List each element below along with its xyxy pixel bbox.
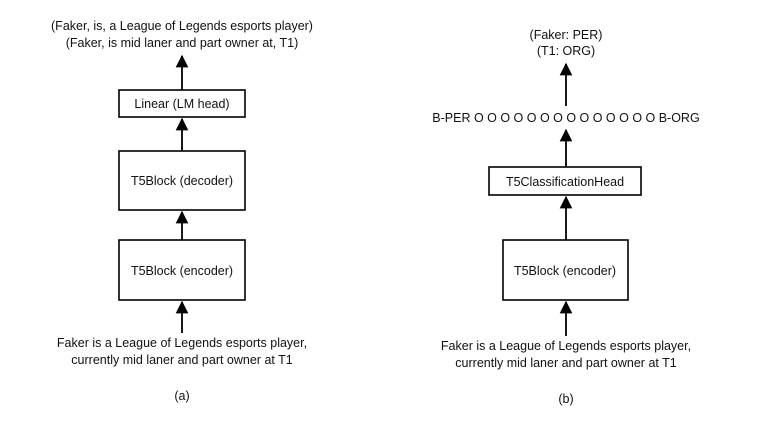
panel-a-output-line-2: (Faker, is mid laner and part owner at, …	[66, 36, 299, 50]
classification-head-label: T5ClassificationHead	[506, 175, 624, 189]
panel-a-input-line-2: currently mid laner and part owner at T1	[71, 353, 292, 367]
tag-sequence: B-PER O O O O O O O O O O O O O O B-ORG	[432, 111, 699, 125]
classification-head-box	[488, 166, 642, 196]
panel-b-caption: (b)	[558, 392, 573, 406]
encoder-box-b	[502, 239, 629, 301]
decoder-label: T5Block (decoder)	[131, 174, 233, 188]
panel-b-output-line-2: (T1: ORG)	[537, 44, 595, 58]
panel-a-output-line-1: (Faker, is, a League of Legends esports …	[51, 19, 313, 33]
panel-a: (Faker, is, a League of Legends esports …	[51, 19, 313, 403]
panel-b-output-line-1: (Faker: PER)	[530, 28, 603, 42]
encoder-box-a	[118, 239, 246, 301]
panel-b-input-line-1: Faker is a League of Legends esports pla…	[441, 339, 691, 353]
lm-head-box	[118, 89, 246, 118]
panel-b: (Faker: PER) (T1: ORG) B-PER O O O O O O…	[432, 28, 699, 406]
panel-a-caption: (a)	[174, 389, 189, 403]
panel-a-input-line-1: Faker is a League of Legends esports pla…	[57, 336, 307, 350]
decoder-box	[118, 150, 246, 211]
encoder-label-b: T5Block (encoder)	[514, 264, 616, 278]
encoder-label-a: T5Block (encoder)	[131, 264, 233, 278]
lm-head-label: Linear (LM head)	[134, 97, 229, 111]
panel-b-input-line-2: currently mid laner and part owner at T1	[455, 356, 676, 370]
